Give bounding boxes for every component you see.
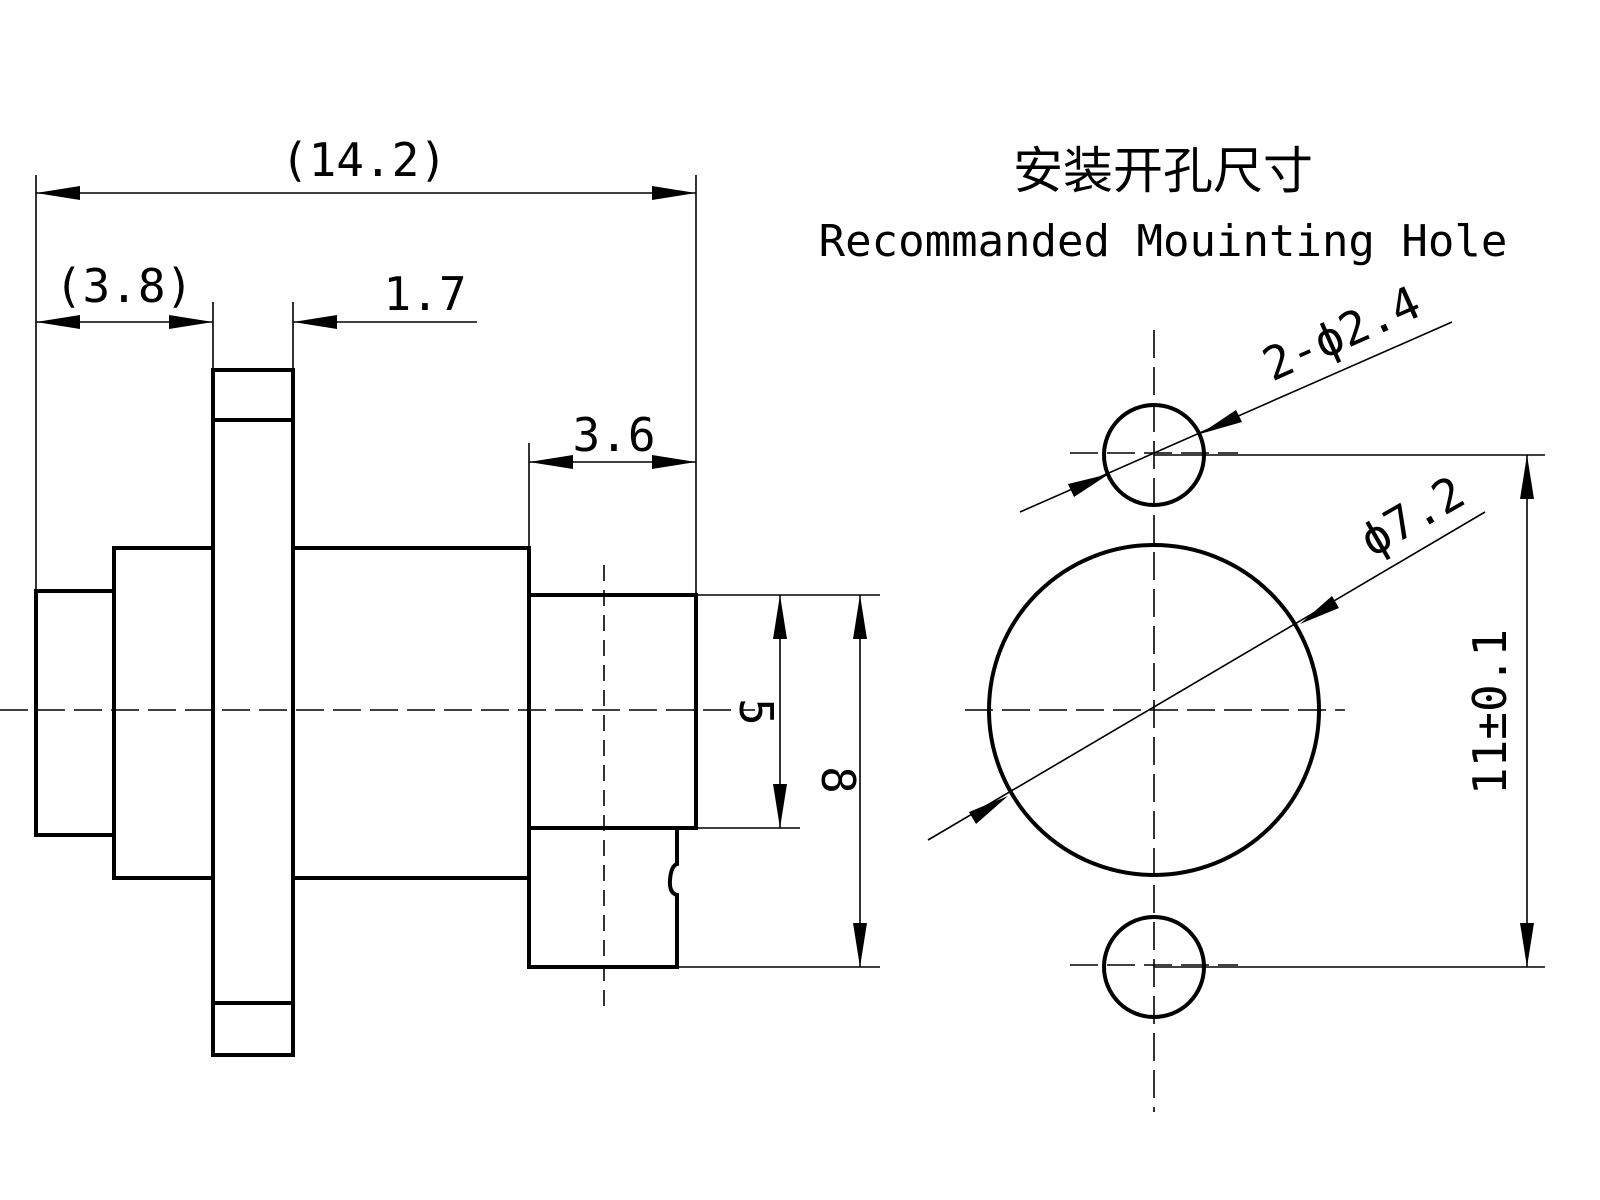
right-length-label: 3.6 <box>572 408 655 462</box>
front-body <box>527 593 698 830</box>
dimension-right-length: 3.6 <box>528 408 696 548</box>
hole-spacing-label: 11±0.1 <box>1463 629 1517 795</box>
flange-thickness-label: 1.7 <box>383 267 466 321</box>
left-length-label: (3.8) <box>55 259 193 313</box>
main-body <box>291 546 531 880</box>
overall-length-label: (14.2) <box>281 133 447 187</box>
dimension-left-length: (3.8) <box>36 259 294 370</box>
title-en: Recommanded Mouinting Hole <box>819 216 1508 267</box>
mounting-hole-title: 安装开孔尺寸 Recommanded Mouinting Hole <box>819 142 1508 267</box>
dimension-flange-thickness: 1.7 <box>293 267 477 329</box>
lower-tab <box>527 828 679 969</box>
title-cn: 安装开孔尺寸 <box>1013 142 1313 200</box>
left-end-body <box>34 589 116 837</box>
dimension-main-hole: ϕ7.2 <box>927 465 1486 841</box>
flange <box>211 368 295 1057</box>
left-body <box>112 546 215 880</box>
dimension-small-diameter: 5 <box>696 594 880 829</box>
dimension-hole-spacing: 11±0.1 <box>1154 454 1545 968</box>
dimension-overall-length: (14.2) <box>35 133 697 595</box>
dimension-small-hole: 2-ϕ2.4 <box>1019 275 1453 513</box>
connector-side-view <box>0 368 755 1057</box>
main-hole <box>987 543 1321 877</box>
mounting-hole-view <box>965 330 1345 1112</box>
large-diameter-label: 8 <box>811 766 865 794</box>
dimension-large-diameter: 8 <box>677 595 880 968</box>
main-hole-label: ϕ7.2 <box>1351 465 1474 567</box>
small-diameter-label: 5 <box>729 698 783 726</box>
small-hole-label: 2-ϕ2.4 <box>1255 275 1429 392</box>
